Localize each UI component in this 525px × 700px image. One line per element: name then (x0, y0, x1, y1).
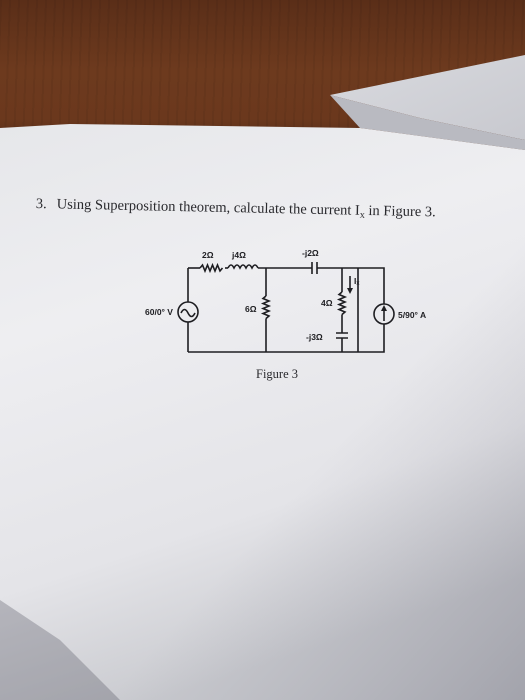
label-current-source: 5/90° A (398, 310, 426, 320)
resistor-4ohm (336, 291, 348, 316)
figure-caption: Figure 3 (256, 367, 298, 381)
wire-source-top (358, 267, 385, 304)
label-ix: Iₓ (354, 276, 360, 286)
label-minus-j3ohm: -j3Ω (306, 332, 323, 342)
current-arrow-head-icon (381, 305, 387, 311)
inductor-j4ohm (227, 264, 259, 270)
label-4ohm: 4Ω (321, 298, 333, 308)
current-source-icon (373, 303, 395, 325)
label-voltage-source: 60/0° V (145, 307, 173, 317)
wire-source-bottom (358, 324, 385, 353)
capacitor-minus-j2ohm (311, 262, 318, 274)
resistor-2ohm (199, 262, 224, 274)
label-j4ohm: j4Ω (231, 250, 246, 260)
ix-arrow-head-icon (347, 288, 353, 294)
label-minus-j2ohm: -j2Ω (302, 248, 319, 258)
sine-symbol-icon (180, 308, 196, 318)
capacitor-minus-j3ohm (336, 332, 348, 339)
resistor-6ohm (260, 295, 272, 320)
label-2ohm: 2Ω (202, 250, 214, 260)
label-6ohm: 6Ω (245, 304, 257, 314)
voltage-source-icon (177, 301, 199, 323)
